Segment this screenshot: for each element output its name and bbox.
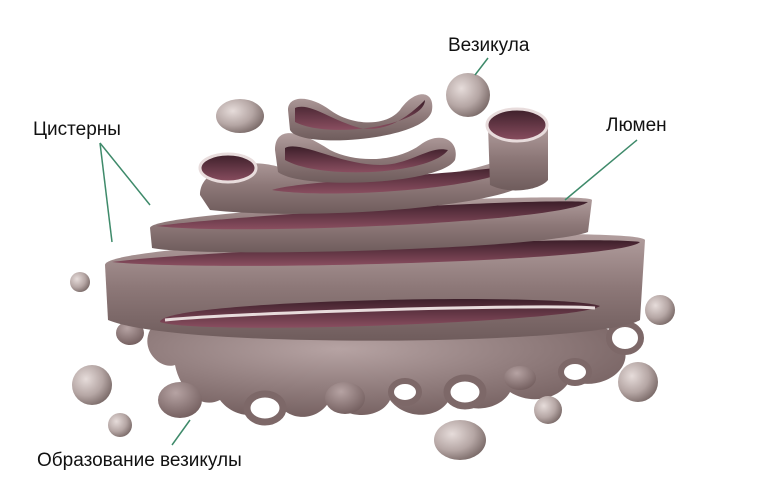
trans-network bbox=[116, 320, 644, 426]
leader-line-vesicle-formation bbox=[171, 419, 191, 446]
budding-vesicle bbox=[325, 382, 365, 414]
leader-line-cisternae-1 bbox=[99, 142, 151, 206]
leader-line-vesicle bbox=[474, 57, 489, 76]
vesicle bbox=[70, 272, 90, 292]
leader-line-lumen bbox=[564, 139, 638, 201]
vesicle bbox=[534, 396, 562, 424]
vesicle bbox=[108, 413, 132, 437]
label-vesicle: Везикула bbox=[448, 35, 530, 56]
leader-line-cisternae-2 bbox=[99, 142, 113, 243]
lumen bbox=[112, 240, 640, 266]
cisterna bbox=[105, 234, 645, 341]
budding-ring bbox=[243, 390, 287, 426]
label-lumen: Люмен bbox=[606, 115, 667, 136]
lumen bbox=[198, 152, 258, 184]
label-cisternae: Цистерны bbox=[33, 119, 121, 140]
vesicle bbox=[618, 362, 658, 402]
lumen bbox=[156, 201, 588, 230]
budding-ring bbox=[558, 358, 592, 386]
lumen bbox=[285, 146, 448, 173]
budding-ring bbox=[443, 374, 487, 410]
budding-ring bbox=[606, 321, 644, 355]
cisterna bbox=[275, 133, 456, 183]
vesicles bbox=[70, 73, 675, 460]
budding-vesicle bbox=[158, 382, 202, 418]
vesicle bbox=[434, 420, 486, 460]
budding-vesicle bbox=[504, 366, 536, 390]
leader-lines bbox=[99, 57, 638, 446]
cisterna bbox=[288, 94, 433, 141]
tubule bbox=[485, 107, 549, 191]
vesicle bbox=[216, 99, 264, 133]
vesicle bbox=[645, 295, 675, 325]
label-vesicle-formation: Образование везикулы bbox=[37, 450, 242, 471]
lumen bbox=[295, 100, 425, 130]
vesicle bbox=[72, 365, 112, 405]
budding-ring bbox=[388, 378, 422, 406]
vesicle bbox=[446, 73, 490, 117]
lumen bbox=[485, 107, 549, 143]
